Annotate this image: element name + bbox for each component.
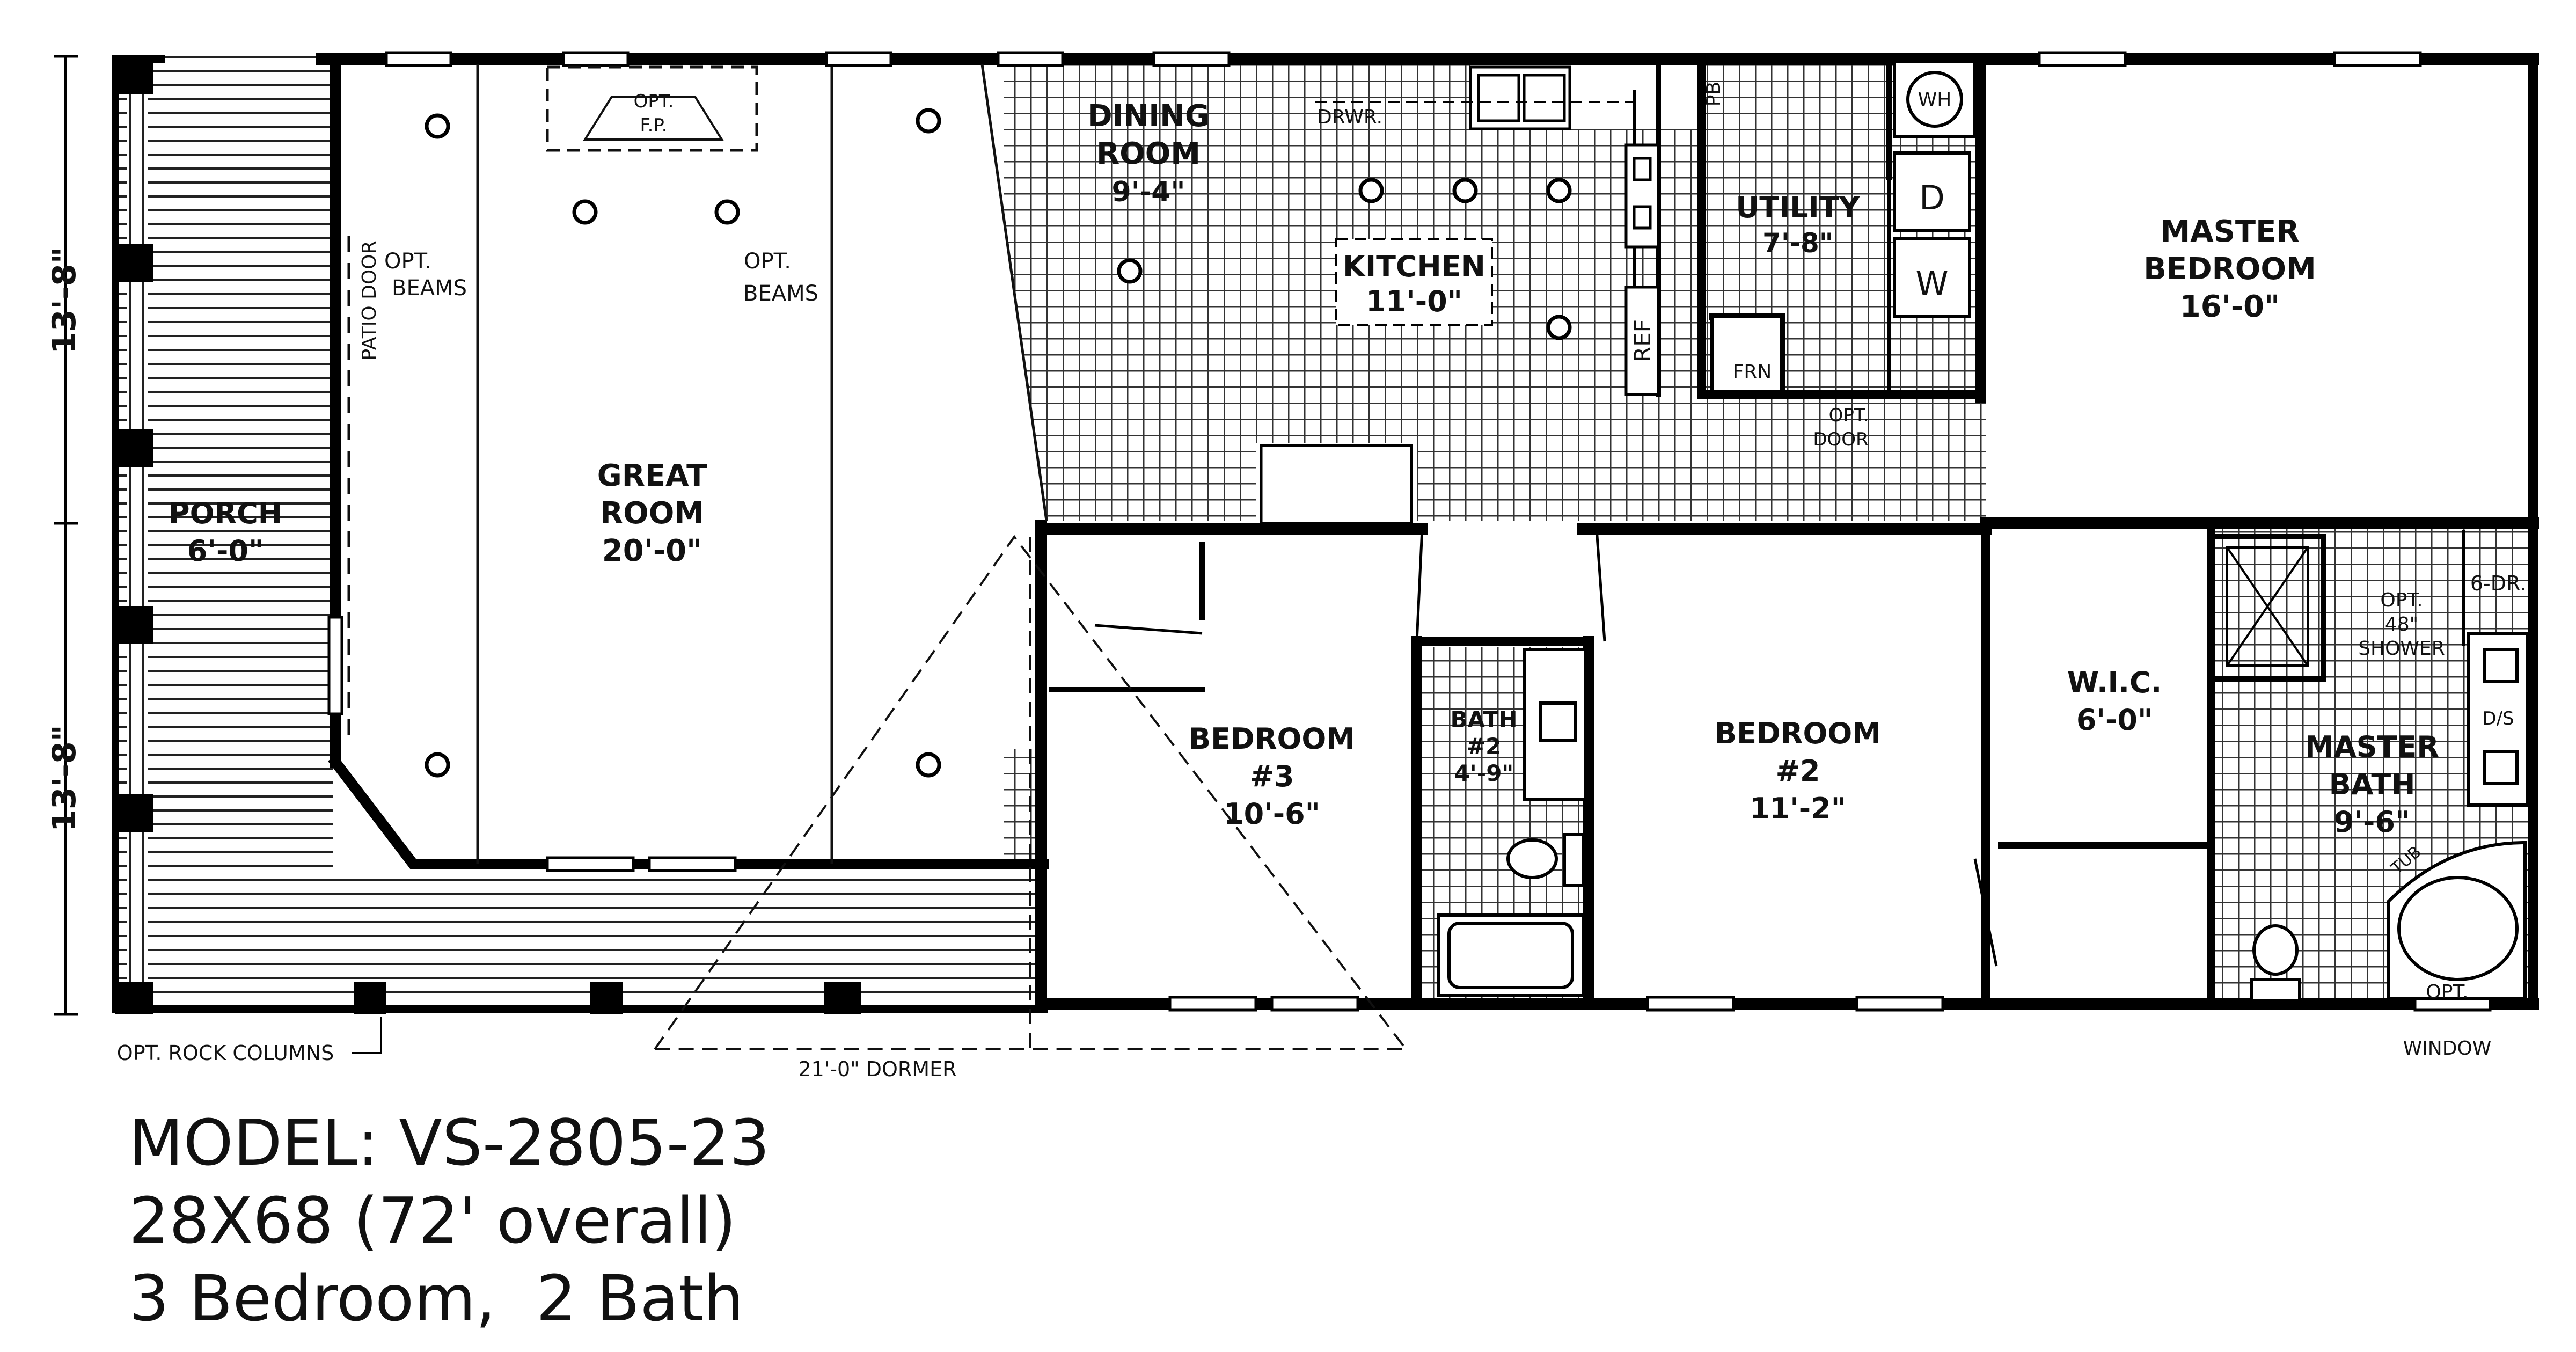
opt-fireplace xyxy=(546,65,758,152)
opt-beams-right-1: OPT. xyxy=(744,249,791,274)
porch-label: PORCH xyxy=(169,496,282,530)
bath2-label-2: #2 xyxy=(1467,733,1501,759)
master-bedroom-label-2: BEDROOM xyxy=(2143,252,2316,287)
porch-deck-front xyxy=(333,869,1041,1012)
opt-shower-note-3: SHOWER xyxy=(2358,638,2445,660)
master-bath-label-1: MASTER xyxy=(2305,730,2439,764)
door-swings xyxy=(1094,528,1998,967)
model-caption: MODEL: VS-2805-23 xyxy=(129,1106,770,1180)
wh-note: WH xyxy=(1918,89,1952,111)
bedroom3-dim: 10'-6" xyxy=(1224,797,1320,831)
dim-top-label: 13'-8" xyxy=(46,247,83,354)
dining-label-2: ROOM xyxy=(1096,136,1201,171)
bedroom3-label-1: BEDROOM xyxy=(1189,722,1355,756)
opt-beams-right-2: BEAMS xyxy=(743,281,818,306)
great-room-lower-cover xyxy=(338,749,861,869)
opt-fp-note-1: OPT. xyxy=(634,91,674,112)
bedroom2-floor xyxy=(1597,545,1994,998)
opt-shower-note-2: 48" xyxy=(2385,613,2418,635)
porch-dim: 6'-0" xyxy=(187,534,264,568)
room-labels: PORCH 6'-0" GREAT ROOM 20'-0" DINING ROO… xyxy=(169,99,2439,839)
dryer-note: D xyxy=(1919,178,1945,217)
rock-columns-leader xyxy=(352,1017,382,1054)
bath2-dim: 4'-9" xyxy=(1454,760,1514,786)
bedroom2-label-2: #2 xyxy=(1776,754,1820,788)
kitchen-dim: 11'-0" xyxy=(1366,284,1462,318)
master-bath-dim: 9'-6" xyxy=(2334,805,2410,839)
wic-label: W.I.C. xyxy=(2067,666,2162,699)
dining-boundary-cover xyxy=(837,64,1046,864)
pb-note: PB xyxy=(1703,82,1725,106)
size-caption: 28X68 (72' overall) xyxy=(129,1183,736,1258)
dining-dim: 9'-4" xyxy=(1112,176,1185,208)
frn-note: FRN xyxy=(1733,361,1772,383)
dimension-lines xyxy=(54,55,78,1016)
dining-label-1: DINING xyxy=(1087,99,1210,134)
opt-door-note-2: DOOR xyxy=(1813,429,1868,450)
kitchen-fixtures xyxy=(1260,65,1660,525)
bath-fixtures xyxy=(1437,632,2529,1003)
utility-dim: 7'-8" xyxy=(1762,228,1833,259)
opt-shower-note-1: OPT. xyxy=(2380,589,2423,611)
ds-note: D/S xyxy=(2482,708,2514,729)
dormer-outline xyxy=(653,535,1409,1050)
utility-fixtures xyxy=(1710,60,1977,393)
master-bedroom-label-1: MASTER xyxy=(2161,214,2300,249)
opt-door-note-1: OPT. xyxy=(1829,405,1869,426)
patio-door-note: PATIO DOOR xyxy=(358,240,380,360)
bedroom2-label-1: BEDROOM xyxy=(1715,717,1881,750)
bedroom3-floor xyxy=(1052,545,1417,998)
plan-notes: OPT. F.P. OPT. BEAMS OPT. BEAMS PATIO DO… xyxy=(117,82,2526,1081)
bedroom2-dim: 11'-2" xyxy=(1750,792,1846,825)
opt-beams-left-2: BEAMS xyxy=(392,276,467,301)
master-bedroom-floor xyxy=(1988,56,2530,515)
wic-dim: 6'-0" xyxy=(2076,703,2153,737)
six-dr-note: 6-DR. xyxy=(2470,572,2526,595)
dormer-note: 21'-0" DORMER xyxy=(798,1057,956,1081)
great-room-label-1: GREAT xyxy=(597,458,707,493)
windows xyxy=(327,51,2492,1012)
opt-beam-lines xyxy=(347,64,1048,864)
rock-columns xyxy=(115,56,861,1014)
utility-label: UTILITY xyxy=(1736,191,1860,224)
opt-window-note-2: WINDOW xyxy=(2403,1037,2492,1059)
bedroom3-label-2: #3 xyxy=(1250,759,1294,793)
master-bedroom-dim: 16'-0" xyxy=(2180,289,2280,324)
opt-window-note-1: OPT. xyxy=(2426,981,2468,1003)
great-room-dim: 20'-0" xyxy=(602,534,702,568)
washer-note: W xyxy=(1915,264,1948,303)
ceiling-lights xyxy=(425,108,1572,778)
wic-floor xyxy=(1996,537,2208,998)
opt-fp-note-2: F.P. xyxy=(640,115,668,136)
porch-deck-left xyxy=(118,56,333,1012)
porch-rail-strip xyxy=(127,64,148,998)
opt-beams-left-1: OPT. xyxy=(384,249,431,274)
bed-bath-caption: 3 Bedroom, 2 Bath xyxy=(129,1261,744,1335)
kitchen-label: KITCHEN xyxy=(1343,250,1485,283)
great-room-label-2: ROOM xyxy=(600,496,704,531)
bath2-label-1: BATH xyxy=(1450,706,1517,733)
rock-columns-note: OPT. ROCK COLUMNS xyxy=(117,1041,334,1065)
master-bath-label-2: BATH xyxy=(2329,768,2416,801)
drwr-note: DRWR. xyxy=(1317,106,1382,128)
dim-bottom-label: 13'-8" xyxy=(46,725,83,832)
hall-floor xyxy=(1417,529,1597,636)
ref-note: REF xyxy=(1629,319,1656,362)
